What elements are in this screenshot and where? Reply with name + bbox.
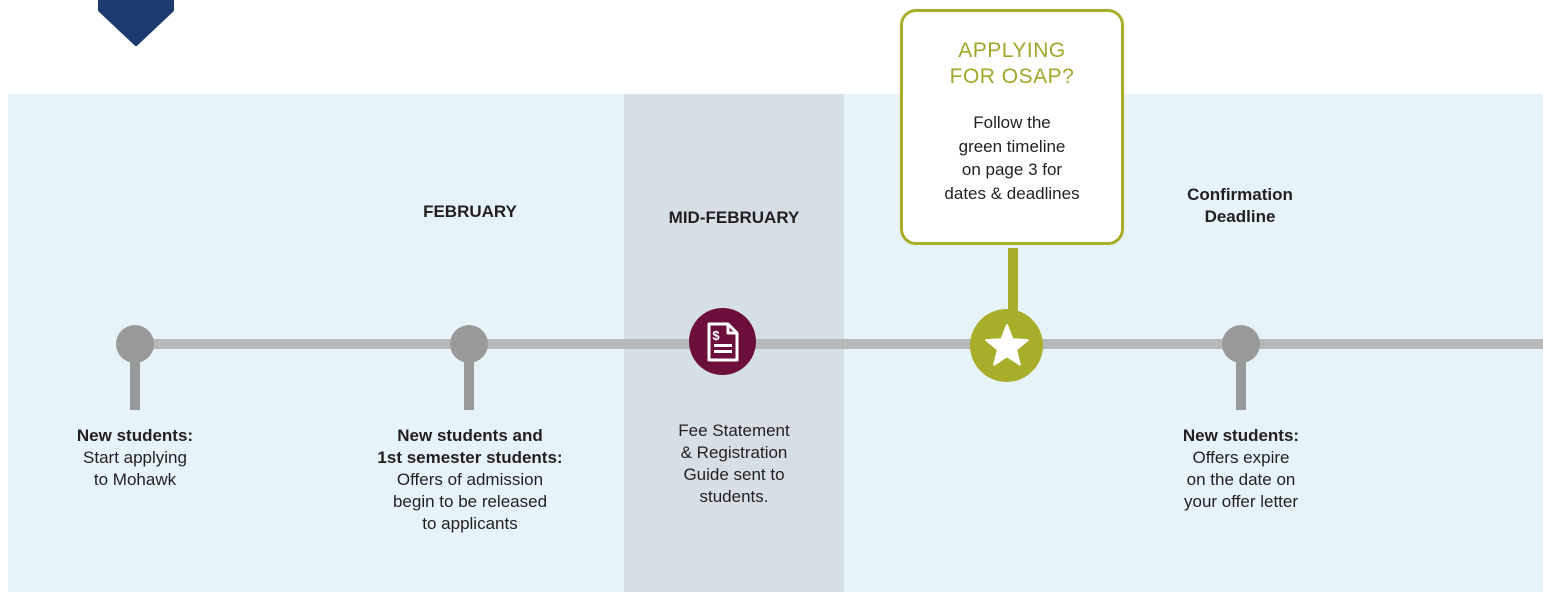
timeline-node-fee-statement bbox=[689, 308, 756, 375]
svg-text:$: $ bbox=[712, 328, 720, 343]
node-stem bbox=[464, 355, 474, 410]
event-offers-released: New students and 1st semester students: … bbox=[377, 426, 563, 533]
event-fee-statement: Fee Statement & Registration Guide sent … bbox=[678, 421, 790, 506]
timeline-line bbox=[135, 339, 1543, 349]
node-stem bbox=[1236, 355, 1246, 410]
node-stem bbox=[130, 355, 140, 410]
header-confirmation-deadline: Confirmation Deadline bbox=[1187, 185, 1293, 226]
callout-body: Follow the green timeline on page 3 for … bbox=[944, 113, 1080, 203]
event-start-applying: New students: Start applying to Mohawk bbox=[76, 426, 194, 489]
document-dollar-icon: $ bbox=[707, 322, 739, 362]
star-icon bbox=[985, 324, 1029, 366]
header-mid-february: MID-FEBRUARY bbox=[668, 208, 800, 227]
osap-callout bbox=[900, 9, 1124, 245]
callout-connector bbox=[1008, 248, 1018, 318]
down-arrow-icon bbox=[98, 0, 174, 46]
event-offers-expire: New students: Offers expire on the date … bbox=[1182, 426, 1300, 511]
header-february: FEBRUARY bbox=[423, 202, 517, 221]
callout-title: APPLYING FOR OSAP? bbox=[949, 39, 1075, 88]
